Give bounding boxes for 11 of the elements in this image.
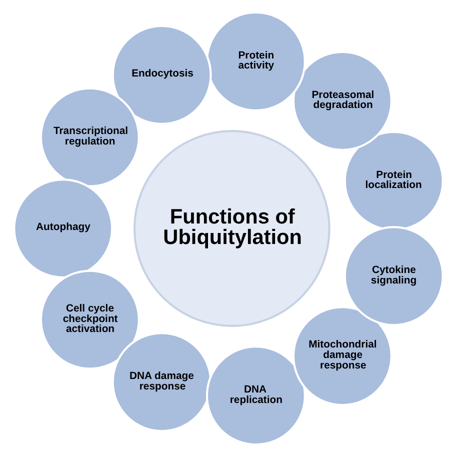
node-circle: Cell cycle checkpoint activation [40, 270, 140, 370]
node-circle: Endocytosis [112, 24, 212, 125]
node-circle: Autophagy [13, 178, 114, 279]
node-circle: DNA damage response [112, 332, 212, 432]
node-circle: Functions of Ubiquitylation [133, 130, 330, 327]
node-circle: Cytokine signaling [344, 226, 444, 326]
node-circle: Transcriptional regulation [40, 87, 140, 188]
node-circle: Protein activity [206, 11, 306, 112]
node-circle: Mitochondrial damage response [292, 306, 392, 406]
node-circle: DNA replication [206, 346, 306, 446]
node-circle: Proteasomal degradation [292, 50, 392, 151]
